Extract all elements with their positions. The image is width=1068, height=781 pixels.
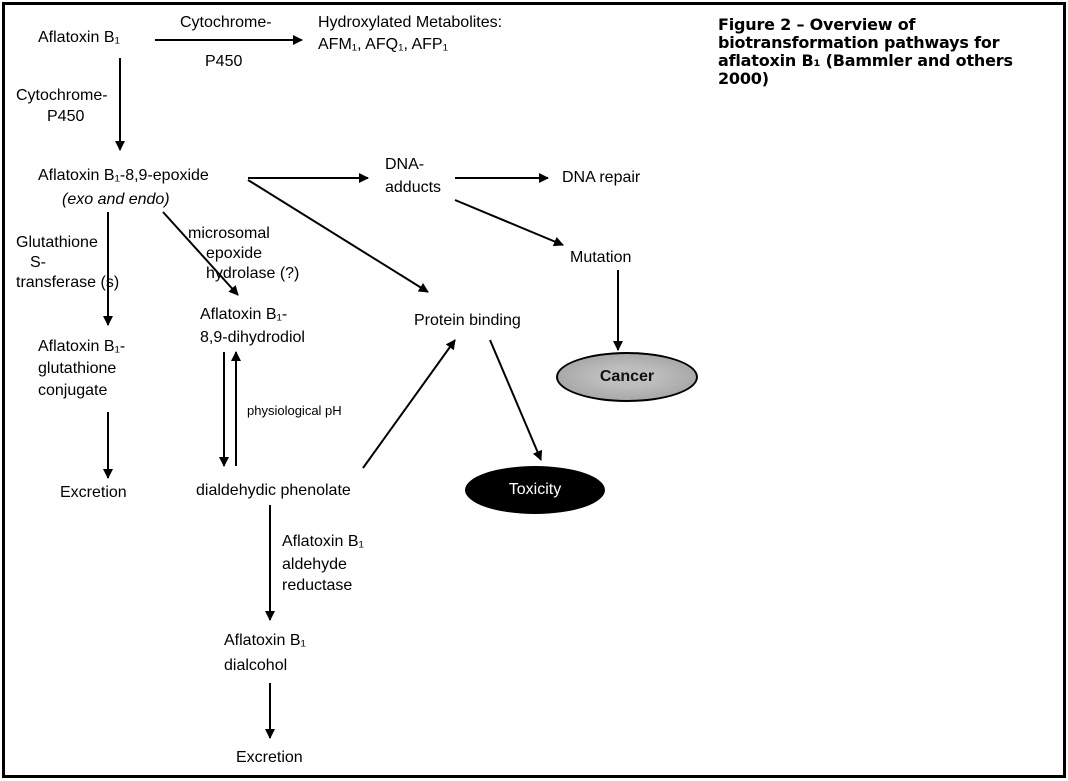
node-epoxide: Aflatoxin B₁-8,9-epoxide bbox=[38, 167, 209, 184]
edge-label-meh-line2: epoxide bbox=[206, 245, 263, 262]
edge-label-meh-line1: microsomal bbox=[188, 225, 270, 242]
node-dna-adducts-line1: DNA- bbox=[385, 156, 425, 173]
node-dna-adducts-line2: adducts bbox=[385, 179, 442, 196]
node-mutation: Mutation bbox=[570, 249, 632, 266]
arrow-epoxide-to-protein-binding bbox=[247, 179, 429, 293]
edge-label-reductase-line1: Aflatoxin B₁ bbox=[282, 533, 364, 550]
edge-label-cyp-top-line2: P450 bbox=[205, 53, 243, 70]
arrow-phenolate-to-protein-binding bbox=[362, 339, 456, 469]
arrow-epoxide-to-dihydrodiol bbox=[162, 211, 239, 296]
edge-label-meh-line3: hydrolase (?) bbox=[206, 265, 300, 282]
node-dihydrodiol-line1: Aflatoxin B₁- bbox=[200, 306, 288, 323]
node-gsh-conjugate-line3: conjugate bbox=[38, 382, 108, 399]
edge-label-reductase-line2: aldehyde bbox=[282, 556, 347, 573]
node-excretion-left: Excretion bbox=[60, 484, 127, 501]
edge-label-physiological-ph: physiological pH bbox=[247, 403, 342, 418]
node-epoxide-forms: (exo and endo) bbox=[62, 191, 170, 208]
node-gsh-conjugate-line2: glutathione bbox=[38, 360, 117, 377]
arrow-protein-binding-to-toxicity bbox=[489, 339, 543, 461]
edge-label-cyp-top-line1: Cytochrome- bbox=[180, 14, 272, 31]
edge-label-reductase-line3: reductase bbox=[282, 577, 353, 594]
node-dihydrodiol-line2: 8,9-dihydrodiol bbox=[200, 329, 305, 346]
node-dialcohol-line1: Aflatoxin B₁ bbox=[224, 632, 306, 649]
edge-label-gst-line2: S- bbox=[30, 254, 46, 271]
node-hydroxylated-list: AFM₁, AFQ₁, AFP₁ bbox=[318, 36, 448, 53]
node-toxicity-oval: Toxicity bbox=[465, 466, 605, 514]
node-cancer-oval: Cancer bbox=[556, 352, 698, 402]
edge-label-gst-line3: transferase (s) bbox=[16, 274, 120, 291]
node-toxicity-label: Toxicity bbox=[508, 481, 562, 498]
edge-label-cyp-left-line2: P450 bbox=[47, 108, 85, 125]
arrow-dna-adducts-to-mutation bbox=[454, 199, 564, 247]
edge-label-gst-line1: Glutathione bbox=[16, 234, 98, 251]
figure-caption: Figure 2 – Overview of biotransformation… bbox=[718, 15, 1013, 88]
node-gsh-conjugate-line1: Aflatoxin B₁- bbox=[38, 338, 126, 355]
node-protein-binding: Protein binding bbox=[414, 312, 521, 329]
node-dna-repair: DNA repair bbox=[562, 169, 641, 186]
edge-label-cyp-left-line1: Cytochrome- bbox=[16, 87, 108, 104]
node-excretion-bottom: Excretion bbox=[236, 749, 303, 766]
node-hydroxylated-metabolites: Hydroxylated Metabolites: bbox=[318, 14, 503, 31]
node-dialcohol-line2: dialcohol bbox=[224, 657, 288, 674]
node-aflatoxin-b1: Aflatoxin B₁ bbox=[38, 29, 120, 46]
node-dialdehydic-phenolate: dialdehydic phenolate bbox=[196, 482, 351, 499]
node-cancer-label: Cancer bbox=[599, 368, 655, 385]
